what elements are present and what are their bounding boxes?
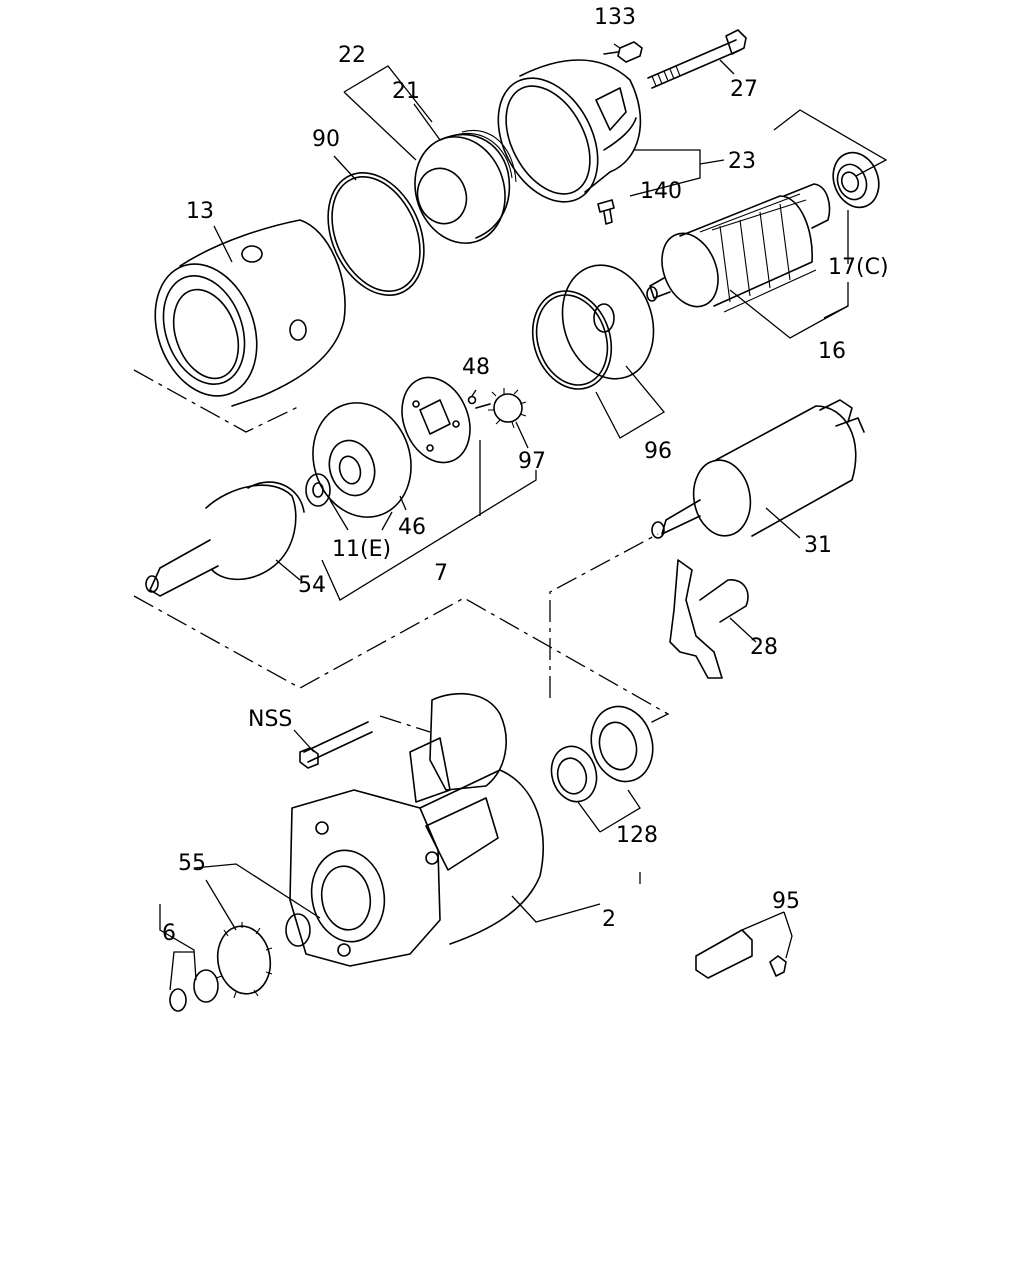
part-95-bracket-and-screw [695, 929, 787, 979]
callout-7: 7 [434, 561, 448, 586]
part-96-seal-and-plate [531, 264, 655, 390]
part-27-through-bolt [647, 29, 747, 89]
part-23-rear-cover [497, 59, 642, 203]
callout-17c: 17(C) [828, 255, 889, 280]
part-55-pinion-gear [193, 913, 311, 1003]
callout-48: 48 [462, 355, 490, 380]
part-128-bearing-and-seal [550, 705, 654, 803]
callout-21: 21 [392, 79, 420, 104]
part-97-small-gear [475, 388, 527, 429]
leader-lines [159, 43, 888, 991]
part-46-internal-gear [312, 402, 412, 518]
callout-27: 27 [730, 77, 758, 102]
callout-11e: 11(E) [332, 537, 391, 562]
part-2-drive-end-housing [289, 692, 544, 967]
callout-133: 133 [594, 5, 636, 30]
callout-140: 140 [640, 179, 682, 204]
callout-96: 96 [644, 439, 672, 464]
part-48-ball [467, 395, 477, 405]
callout-23: 23 [728, 149, 756, 174]
callout-46: 46 [398, 515, 426, 540]
callout-13: 13 [186, 199, 214, 224]
callout-nss: NSS [248, 707, 292, 732]
part-16-armature [646, 183, 831, 313]
callout-2: 2 [602, 907, 616, 932]
callout-28: 28 [750, 635, 778, 660]
part-nss-bolt [299, 721, 373, 769]
part-133-bolt [603, 41, 643, 63]
callout-90: 90 [312, 127, 340, 152]
callout-95: 95 [772, 889, 800, 914]
part-17c-bearing [832, 151, 880, 209]
part-13-yoke-housing [154, 219, 346, 407]
part-6-snap-ring [169, 988, 187, 1012]
callout-16: 16 [818, 339, 846, 364]
part-11e-washer [305, 473, 331, 507]
callout-54: 54 [298, 573, 326, 598]
callout-31: 31 [804, 533, 832, 558]
callout-labels: 133 22 21 27 90 23 140 13 17(C) 16 48 97… [162, 5, 889, 946]
part-54-output-shaft [145, 481, 305, 597]
part-7-gear-carrier [401, 376, 471, 464]
part-140-screw [597, 199, 615, 225]
callout-97: 97 [518, 449, 546, 474]
part-31-solenoid [651, 399, 865, 539]
part-21-brush-holder [414, 129, 517, 244]
assembly-lines [133, 369, 670, 733]
callout-55: 55 [178, 851, 206, 876]
callout-22: 22 [338, 43, 366, 68]
part-90-o-ring [327, 172, 425, 296]
callout-6: 6 [162, 921, 176, 946]
part-28-shift-lever [669, 559, 749, 679]
callout-128: 128 [616, 823, 658, 848]
